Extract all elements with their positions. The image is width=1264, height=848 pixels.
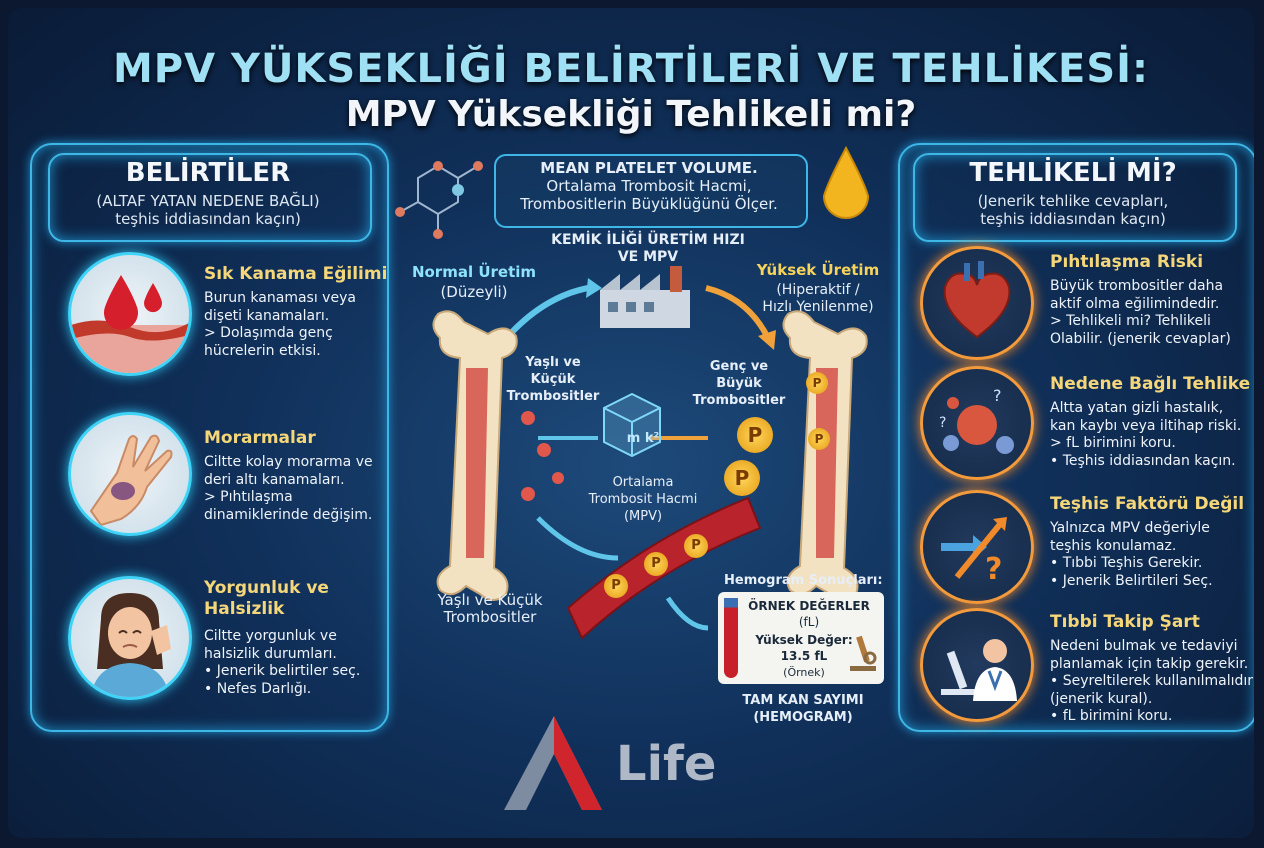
life-logo-mark xyxy=(504,716,602,810)
danger-subtitle-text: (Jenerik tehlike cevapları, teşhis iddia… xyxy=(977,192,1169,228)
danger-header-box xyxy=(913,153,1237,242)
cbc-label-text: TAM KAN SAYIMI (HEMOGRAM) xyxy=(742,693,864,725)
bruised-hand-icon xyxy=(68,412,192,536)
danger-text: Büyük trombositler daha aktif olma eğili… xyxy=(1050,278,1231,347)
main-title: MPV YÜKSEKLİĞİ BELİRTİLERİ VE TEHLİKESİ: xyxy=(112,46,1150,92)
microscope-icon xyxy=(848,628,878,672)
platelet-p-icon: P xyxy=(806,372,828,394)
life-logo: Life xyxy=(498,710,748,820)
symptoms-subtitle: (ALTAF YATAN NEDENE BAĞLI) teşhis iddias… xyxy=(48,192,368,228)
danger-text: Altta yatan gizli hastalık, kan kaybı ve… xyxy=(1050,400,1242,469)
danger-heading: Nedene Bağlı Tehlike xyxy=(1050,374,1251,394)
symptoms-subtitle-text: (ALTAF YATAN NEDENE BAĞLI) teşhis iddias… xyxy=(96,192,320,228)
old-small-platelets-text: Yaşlı ve Küçük Trombositler xyxy=(506,355,600,404)
danger-subtitle: (Jenerik tehlike cevapları, teşhis iddia… xyxy=(913,192,1233,228)
platelet-p-icon: P xyxy=(737,417,773,453)
young-big-platelets-text: Genç ve Büyük Trombositler xyxy=(692,359,786,408)
danger-heading: Teşhis Faktörü Değil xyxy=(1050,494,1245,514)
symptom-heading: Sık Kanama Eğilimi xyxy=(204,264,388,284)
infographic-frame: MPV YÜKSEKLİĞİ BELİRTİLERİ VE TEHLİKESİ:… xyxy=(8,8,1254,838)
mpv-definition-line3: Trombositlerin Büyüklüğünü Ölçer. xyxy=(520,195,778,213)
high-production-title: Yüksek Üretim xyxy=(756,261,880,279)
mpv-cube-label: Ortalama Trombosit Hacmi (MPV) xyxy=(568,474,718,525)
mpv-definition-box xyxy=(494,154,808,228)
danger-title: TEHLİKELİ Mİ? xyxy=(969,158,1177,188)
symptoms-header-box xyxy=(48,153,372,242)
svg-text:?: ? xyxy=(993,386,1002,405)
high-value-label: Yüksek Değer: xyxy=(755,633,853,647)
young-big-platelets-label: Genç ve Büyük Trombositler xyxy=(684,358,794,409)
heart-icon xyxy=(920,246,1034,360)
hemogram-title: Hemogram Sonuçları: xyxy=(724,573,883,588)
high-production-sub-text: (Hiperaktif / Hızlı Yenilenme) xyxy=(762,282,874,315)
normal-production-sub: (Düzeyli) xyxy=(440,283,508,301)
bone-marrow-label: KEMİK İLİĞİ ÜRETİM HIZI VE MPV xyxy=(538,232,758,266)
symptom-text: Burun kanaması veya dişeti kanamaları. >… xyxy=(204,290,356,359)
molecule-icon xyxy=(399,164,479,234)
platelet-p-icon: P xyxy=(604,574,628,598)
platelet-p-icon: P xyxy=(644,552,668,576)
cells-question-icon: ? ? xyxy=(920,366,1034,480)
danger-panel xyxy=(898,143,1254,732)
old-small-platelets-label: Yaşlı ve Küçük Trombositler xyxy=(498,354,608,405)
high-value: 13.5 fL xyxy=(780,649,828,663)
normal-production-title: Normal Üretim xyxy=(411,263,537,281)
symptoms-title: BELİRTİLER xyxy=(125,158,291,188)
tired-person-icon xyxy=(68,576,192,700)
arrows-question-icon: ? xyxy=(920,490,1034,604)
unit-label: (fL) xyxy=(798,615,820,629)
danger-heading: Pıhtılaşma Riski xyxy=(1050,252,1204,272)
danger-text: Yalnızca MPV değeriyle teşhis konulamaz.… xyxy=(1050,520,1213,589)
svg-text:?: ? xyxy=(939,415,946,431)
mpv-definition-line1: MEAN PLATELET VOLUME. xyxy=(540,159,758,177)
sample-values-label: ÖRNEK DEĞERLER xyxy=(748,599,870,613)
blood-drop-icon xyxy=(68,252,192,376)
bottom-old-small-text: Yaşlı ve Küçük Trombositler xyxy=(437,591,543,626)
danger-text: Nedeni bulmak ve tedaviyi planlamak için… xyxy=(1050,638,1254,724)
svg-text:?: ? xyxy=(985,552,1002,587)
example-label: (Örnek) xyxy=(783,666,825,679)
high-production-sub: (Hiperaktif / Hızlı Yenilenme) xyxy=(748,282,888,316)
platelet-p-icon: P xyxy=(724,460,760,496)
platelet-p-icon: P xyxy=(684,534,708,558)
bone-normal-icon xyxy=(432,310,518,601)
bone-high-icon xyxy=(782,310,868,601)
symptoms-panel xyxy=(30,143,389,732)
symptom-heading: Morarmalar xyxy=(204,428,316,448)
symptom-heading-text: Yorgunluk ve Halsizlik xyxy=(204,578,329,619)
danger-heading: Tıbbi Takip Şart xyxy=(1050,612,1200,632)
symptom-text: Ciltte yorgunluk ve halsizlik durumları.… xyxy=(204,628,361,697)
droplet-icon xyxy=(822,145,870,219)
symptom-heading: Yorgunluk ve Halsizlik xyxy=(204,578,329,620)
doctor-microscope-icon xyxy=(920,608,1034,722)
symptom-text: Ciltte kolay morarma ve deri altı kanama… xyxy=(204,454,373,523)
blood-tube-icon xyxy=(724,598,738,678)
bottom-old-small-label: Yaşlı ve Küçük Trombositler xyxy=(420,592,560,626)
mpv-cube-icon xyxy=(603,392,661,458)
platelet-p-icon: P xyxy=(808,428,830,450)
cbc-label: TAM KAN SAYIMI (HEMOGRAM) xyxy=(720,692,886,726)
mpv-definition-line2: Ortalama Trombosit Hacmi, xyxy=(546,177,752,195)
factory-icon xyxy=(600,266,690,328)
life-logo-text: Life xyxy=(616,736,717,792)
bone-marrow-label-text: KEMİK İLİĞİ ÜRETİM HIZI VE MPV xyxy=(551,232,745,265)
mpv-cube-label-text: Ortalama Trombosit Hacmi (MPV) xyxy=(588,475,698,524)
main-subtitle: MPV Yüksekliği Tehlikeli mi? xyxy=(345,94,917,135)
cube-letters: m k² xyxy=(626,431,660,446)
